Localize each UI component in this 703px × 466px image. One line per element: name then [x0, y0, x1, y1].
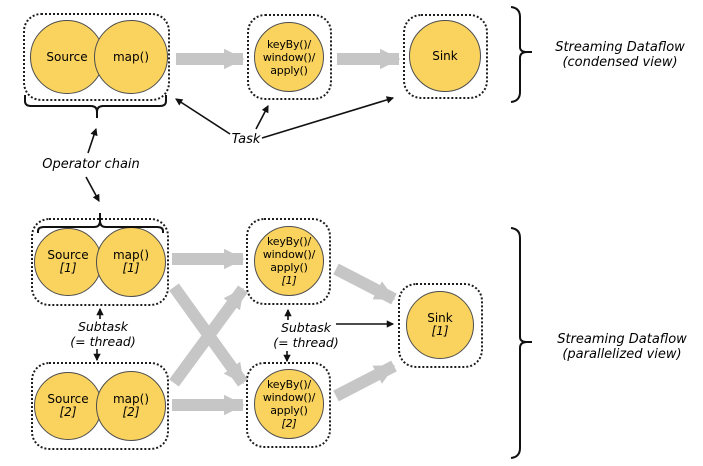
node-label: Source: [47, 392, 89, 406]
parallelized-view-brace: [510, 227, 532, 459]
node-label: keyBy()/: [266, 378, 311, 391]
condensed-sink-box: [403, 14, 488, 99]
node-sink-1: Sink [1]: [406, 291, 474, 359]
node-keyby-1: keyBy()/ window()/ apply() [1]: [254, 226, 324, 296]
condensed-view-brace: [510, 6, 532, 103]
node-label: apply(): [270, 261, 308, 274]
parallelized-view-label: Streaming Dataflow (parallelized view): [541, 332, 703, 362]
operator-chain-arrow-up: [87, 127, 98, 154]
dataflow-arrow-sm2-to-keyby1: [169, 285, 248, 387]
parallel-keyby-2-box: [246, 362, 331, 448]
node-label: keyBy()/: [266, 235, 311, 248]
node-label: map(): [112, 49, 150, 64]
operator-chain-arrow-down: [85, 176, 100, 202]
node-label: Source: [47, 248, 89, 262]
parallelized-view-label-line1: Streaming Dataflow: [557, 332, 687, 347]
node-sink-condensed: Sink: [409, 20, 481, 92]
node-label: Source: [46, 49, 88, 64]
node-keyby-condensed: keyBy()/ window()/ apply(): [254, 22, 324, 92]
node-label: apply(): [270, 404, 308, 417]
node-label: apply(): [270, 63, 308, 77]
node-keyby-2: keyBy()/ window()/ apply() [2]: [254, 369, 324, 439]
subtask-label-line2: (= thread): [273, 335, 339, 350]
node-map-1: map() [1]: [96, 227, 166, 297]
parallel-source-map-2-box: [31, 362, 169, 450]
node-label: map(): [112, 392, 150, 406]
node-index: [1]: [281, 274, 297, 287]
parallel-sink-1-box: [398, 283, 483, 368]
subtask-label-left: Subtask (= thread): [58, 319, 148, 349]
task-arrow-to-operator-chain: [175, 98, 231, 135]
dataflow-arrow-sm1-to-keyby2: [169, 283, 248, 387]
task-label: Task: [231, 132, 261, 147]
dataflow-arrow-keyby1-to-sink1: [333, 263, 397, 305]
subtask-label-line1: Subtask: [77, 319, 129, 334]
condensed-view-label: Streaming Dataflow (condensed view): [541, 40, 699, 70]
node-label: window()/: [262, 50, 316, 64]
condensed-view-label-line1: Streaming Dataflow: [555, 40, 685, 55]
subtask-label-line2: (= thread): [70, 334, 136, 349]
node-source-condensed: Source: [30, 20, 104, 94]
node-index: [2]: [122, 405, 140, 419]
node-index: [1]: [59, 261, 77, 275]
node-source-1: Source [1]: [34, 228, 102, 296]
node-label: keyBy()/: [266, 37, 311, 51]
node-label: Sink: [432, 48, 458, 63]
subtask-label-right: Subtask (= thread): [261, 320, 351, 350]
parallelized-view-label-line2: (parallelized view): [562, 347, 682, 362]
node-index: [1]: [431, 324, 449, 338]
operator-chain-label: Operator chain: [42, 157, 140, 172]
node-index: [2]: [281, 417, 297, 430]
subtask-label-line1: Subtask: [280, 320, 332, 335]
node-index: [1]: [122, 261, 140, 275]
node-label: Sink: [427, 311, 453, 325]
task-arrow-to-sink: [261, 96, 395, 139]
dataflow-arrow-keyby2-to-sink1: [333, 360, 397, 402]
node-index: [2]: [59, 405, 77, 419]
node-label: window()/: [262, 248, 316, 261]
node-map-2: map() [2]: [96, 371, 166, 441]
node-label: window()/: [262, 391, 316, 404]
node-source-2: Source [2]: [34, 372, 102, 440]
node-map-condensed: map(): [94, 20, 168, 94]
condensed-view-label-line2: (condensed view): [562, 55, 678, 70]
node-label: map(): [112, 248, 150, 262]
parallel-keyby-1-box: [246, 218, 331, 305]
task-arrow-to-keyby: [255, 105, 269, 130]
